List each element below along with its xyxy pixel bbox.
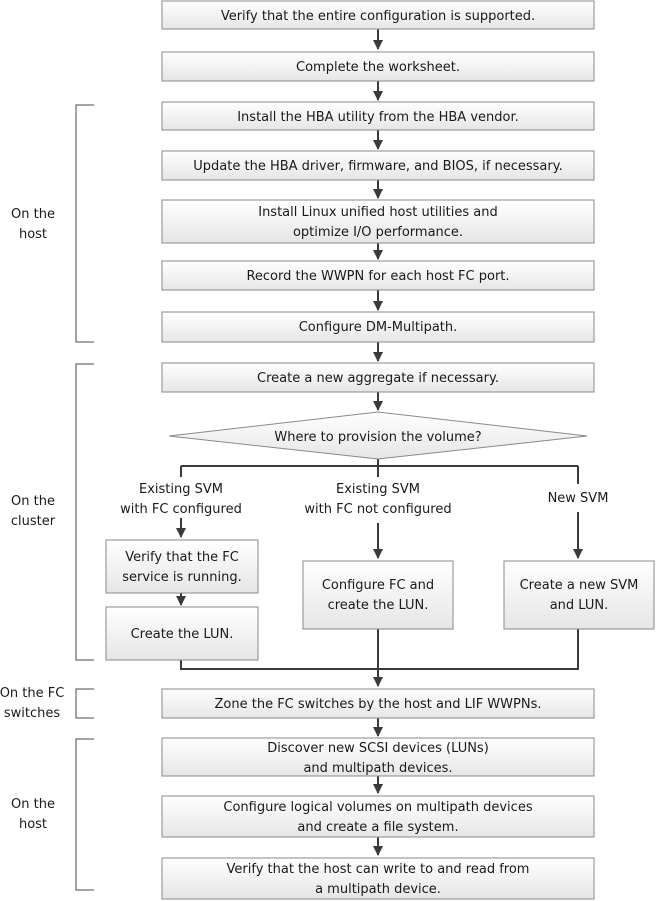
branch-label-new-svm: New SVM bbox=[548, 491, 609, 506]
svg-text:Install the HBA utility from t: Install the HBA utility from the HBA ven… bbox=[237, 110, 519, 125]
text-line: switches bbox=[4, 706, 60, 721]
text-line: create the LUN. bbox=[328, 598, 429, 613]
step-record-wwpn: Record the WWPN for each host FC port. bbox=[161, 260, 595, 291]
step-install-hba: Install the HBA utility from the HBA ven… bbox=[161, 101, 595, 131]
text-line: Discover new SCSI devices (LUNs) bbox=[267, 741, 489, 756]
step-create-new-svm: Create a new SVM and LUN. bbox=[503, 560, 655, 630]
section-fc-switches: On the FC switches bbox=[0, 686, 94, 721]
svg-text:Record the WWPN for each host: Record the WWPN for each host FC port. bbox=[246, 269, 509, 284]
text-line: service is running. bbox=[122, 570, 242, 585]
section-host-2: On the host bbox=[11, 738, 94, 891]
text-line: Verify that the FC bbox=[125, 550, 239, 565]
step-zone-fc-switches: Zone the FC switches by the host and LIF… bbox=[161, 688, 595, 719]
text-line: a multipath device. bbox=[315, 882, 441, 897]
svg-text:Configure DM-Multipath.: Configure DM-Multipath. bbox=[299, 320, 458, 335]
multiline-text: Existing SVM with FC not configured bbox=[304, 482, 451, 517]
step-verify-host-io: Verify that the host can write to and re… bbox=[161, 857, 595, 900]
step-configure-dm-multipath: Configure DM-Multipath. bbox=[161, 311, 595, 343]
text-line: Existing SVM bbox=[336, 482, 420, 497]
text-line: Existing SVM bbox=[139, 482, 223, 497]
text-line: with FC configured bbox=[120, 502, 242, 517]
text-line: On the bbox=[11, 494, 55, 509]
step-verify-config: Verify that the entire configuration is … bbox=[161, 0, 595, 30]
multiline-text: Configure FC and create the LUN. bbox=[322, 578, 434, 613]
svg-text:Update the HBA driver, firmwar: Update the HBA driver, firmware, and BIO… bbox=[193, 159, 562, 174]
text-line: host bbox=[19, 817, 47, 832]
svg-text:Complete the worksheet.: Complete the worksheet. bbox=[296, 60, 460, 75]
text-line: host bbox=[19, 227, 47, 242]
text-line: Verify that the host can write to and re… bbox=[227, 862, 530, 877]
text-line: On the bbox=[11, 797, 55, 812]
text-line: Create a new SVM bbox=[520, 578, 639, 593]
multiline-text: Install Linux unified host utilities and… bbox=[258, 205, 498, 240]
branch-label-existing-fc: Existing SVM with FC configured bbox=[120, 482, 242, 517]
multiline-text: Configure logical volumes on multipath d… bbox=[223, 800, 532, 835]
svg-text:Create the LUN.: Create the LUN. bbox=[131, 627, 234, 642]
step-verify-fc-service: Verify that the FC service is running. bbox=[105, 539, 259, 594]
multiline-text: On the FC switches bbox=[0, 686, 64, 721]
text-line: Configure FC and bbox=[322, 578, 434, 593]
text-line: Configure logical volumes on multipath d… bbox=[223, 800, 532, 815]
section-host-1: On the host bbox=[11, 104, 94, 343]
multiline-text: On the cluster bbox=[11, 494, 56, 529]
svg-text:Create a new aggregate if nece: Create a new aggregate if necessary. bbox=[257, 371, 499, 386]
multiline-text: On the host bbox=[11, 797, 55, 832]
section-cluster: On the cluster bbox=[11, 363, 94, 661]
text-line: with FC not configured bbox=[304, 502, 451, 517]
step-configure-fc-create-lun: Configure FC and create the LUN. bbox=[302, 560, 454, 630]
svg-text:Verify that the entire configu: Verify that the entire configuration is … bbox=[221, 9, 535, 24]
text-line: and LUN. bbox=[550, 598, 609, 613]
step-install-linux-utilities: Install Linux unified host utilities and… bbox=[161, 199, 595, 244]
text-line: On the FC bbox=[0, 686, 64, 701]
multiline-text: Existing SVM with FC configured bbox=[120, 482, 242, 517]
multiline-text: New SVM bbox=[548, 491, 609, 506]
connectors bbox=[176, 29, 583, 856]
text-line: New SVM bbox=[548, 491, 609, 506]
text-line: and create a file system. bbox=[297, 820, 458, 835]
svg-text:Where to provision the volume?: Where to provision the volume? bbox=[274, 430, 481, 445]
multiline-text: Discover new SCSI devices (LUNs) and mult… bbox=[267, 741, 489, 776]
step-complete-worksheet: Complete the worksheet. bbox=[161, 51, 595, 82]
step-create-lun: Create the LUN. bbox=[105, 606, 259, 661]
text-line: On the bbox=[11, 207, 55, 222]
decision-provision-volume: Where to provision the volume? bbox=[168, 411, 588, 460]
branch-label-existing-no-fc: Existing SVM with FC not configured bbox=[304, 482, 451, 517]
text-line: and multipath devices. bbox=[303, 761, 452, 776]
multiline-text: On the host bbox=[11, 207, 55, 242]
multiline-text: Verify that the FC service is running. bbox=[122, 550, 242, 585]
text-line: optimize I/O performance. bbox=[293, 225, 463, 240]
edge-right-merge bbox=[378, 629, 579, 670]
edge-left-merge bbox=[180, 660, 378, 670]
step-configure-logical-volumes: Configure logical volumes on multipath d… bbox=[161, 795, 595, 838]
text-line: Install Linux unified host utilities and bbox=[258, 205, 498, 220]
text-line: cluster bbox=[11, 514, 56, 529]
multiline-text: Verify that the host can write to and re… bbox=[227, 862, 530, 897]
step-create-aggregate: Create a new aggregate if necessary. bbox=[161, 362, 595, 393]
step-discover-scsi: Discover new SCSI devices (LUNs) and mult… bbox=[161, 737, 595, 777]
multiline-text: Create a new SVM and LUN. bbox=[520, 578, 639, 613]
step-update-hba: Update the HBA driver, firmware, and BIO… bbox=[161, 150, 595, 181]
svg-text:Zone the FC switches by the ho: Zone the FC switches by the host and LIF… bbox=[215, 697, 542, 712]
